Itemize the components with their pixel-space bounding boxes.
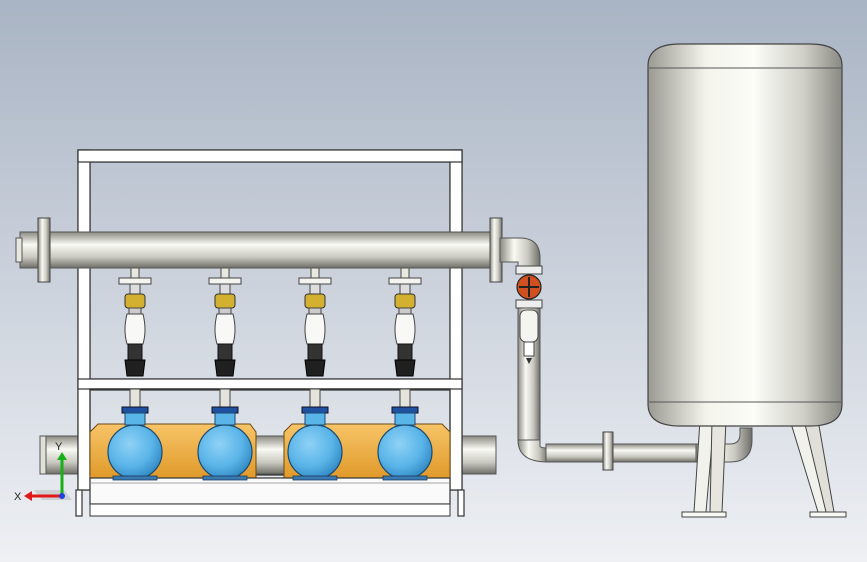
union	[398, 307, 412, 315]
x-axis-arrow-icon	[24, 491, 32, 501]
base-platform[interactable]	[89, 477, 451, 517]
nipple	[399, 283, 411, 295]
motor-foot	[382, 475, 428, 481]
pump-head	[394, 412, 416, 426]
coupling	[127, 343, 143, 361]
butterfly-valve-icon	[124, 359, 146, 377]
pump-neck	[309, 388, 321, 408]
motor-foot	[292, 475, 338, 481]
butterfly-valve-icon	[304, 359, 326, 377]
check-valve-body	[394, 313, 416, 345]
pump-flange	[391, 406, 419, 414]
motor-foot	[112, 475, 158, 481]
gate-valve-icon	[304, 293, 326, 309]
coupling	[397, 343, 413, 361]
union	[308, 307, 322, 315]
pump-head	[304, 412, 326, 426]
motor-foot	[202, 475, 248, 481]
motor-icon	[197, 424, 253, 480]
pump-neck	[129, 388, 141, 408]
pump-head	[214, 412, 236, 426]
check-valve[interactable]	[515, 265, 543, 364]
motor-icon	[287, 424, 343, 480]
pump-unit[interactable]	[197, 265, 253, 481]
check-valve-body	[124, 313, 146, 345]
pump-flange	[301, 406, 329, 414]
pump-neck	[399, 388, 411, 408]
pump-unit[interactable]	[287, 265, 343, 481]
motor-icon	[107, 424, 163, 480]
upper-flange	[298, 277, 332, 285]
pump-neck	[219, 388, 231, 408]
union	[218, 307, 232, 315]
upper-flange	[208, 277, 242, 285]
upper-flange	[388, 277, 422, 285]
coupling	[307, 343, 323, 361]
butterfly-valve-icon	[214, 359, 236, 377]
pump-unit[interactable]	[107, 265, 163, 481]
union	[128, 307, 142, 315]
gate-valve-icon	[394, 293, 416, 309]
discharge-header[interactable]	[15, 217, 503, 283]
y-axis-arrow-icon	[57, 452, 67, 460]
upper-flange	[118, 277, 152, 285]
nipple	[309, 283, 321, 295]
pump-unit[interactable]	[377, 265, 433, 481]
pressure-tank[interactable]	[647, 43, 843, 427]
x-axis-label: X	[14, 491, 22, 503]
z-axis-origin-icon	[59, 493, 65, 499]
coupling	[217, 343, 233, 361]
check-valve-body	[214, 313, 236, 345]
pump-flange	[211, 406, 239, 414]
pump-head	[124, 412, 146, 426]
y-axis-label: Y	[55, 441, 63, 453]
motor-icon	[377, 424, 433, 480]
nipple	[219, 283, 231, 295]
gate-valve-icon	[124, 293, 146, 309]
pump-flange	[121, 406, 149, 414]
gate-valve-icon	[214, 293, 236, 309]
axis-triad: X Y	[14, 441, 72, 503]
check-valve-body	[304, 313, 326, 345]
pump-columns	[107, 265, 433, 481]
nipple	[129, 283, 141, 295]
butterfly-valve-icon	[394, 359, 416, 377]
